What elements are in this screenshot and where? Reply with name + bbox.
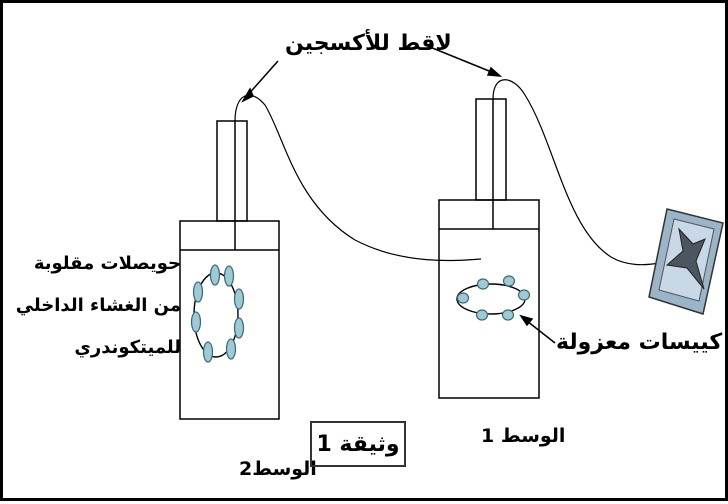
document-label: وثيقة 1 [316,431,400,457]
medium1-label: الوسط 1 [481,425,566,447]
electrode-tube-medium1 [475,98,507,229]
diagram-drawing [179,44,724,420]
oxygen-monitor [648,208,724,315]
inverted-vesicles-label-line2: من الغشاء الداخلي [15,295,181,316]
electrode-tube-medium2 [216,120,248,250]
inverted-vesicles-label: حويصلات مقلوبة من الغشاء الداخلي للميتكو… [13,243,181,369]
document-label-box: وثيقة 1 [310,421,406,467]
arrow-isolated-sacs [519,314,556,344]
oxygen-sensor-label: لاقط للأكسجين [285,31,452,56]
arrows-oxygen-sensor [241,44,503,103]
medium2-label: الوسط2 [239,458,317,480]
isolated-sacs-ring [456,275,531,321]
cable-medium2 [234,94,482,262]
inverted-vesicles-ring [190,264,245,363]
isolated-sacs-label: كييسات معزولة [556,330,723,355]
inverted-vesicles-label-line3: للميتكوندري [74,337,181,358]
inverted-vesicles-label-line1: حويصلات مقلوبة [33,253,181,274]
cable-medium1 [492,79,660,266]
